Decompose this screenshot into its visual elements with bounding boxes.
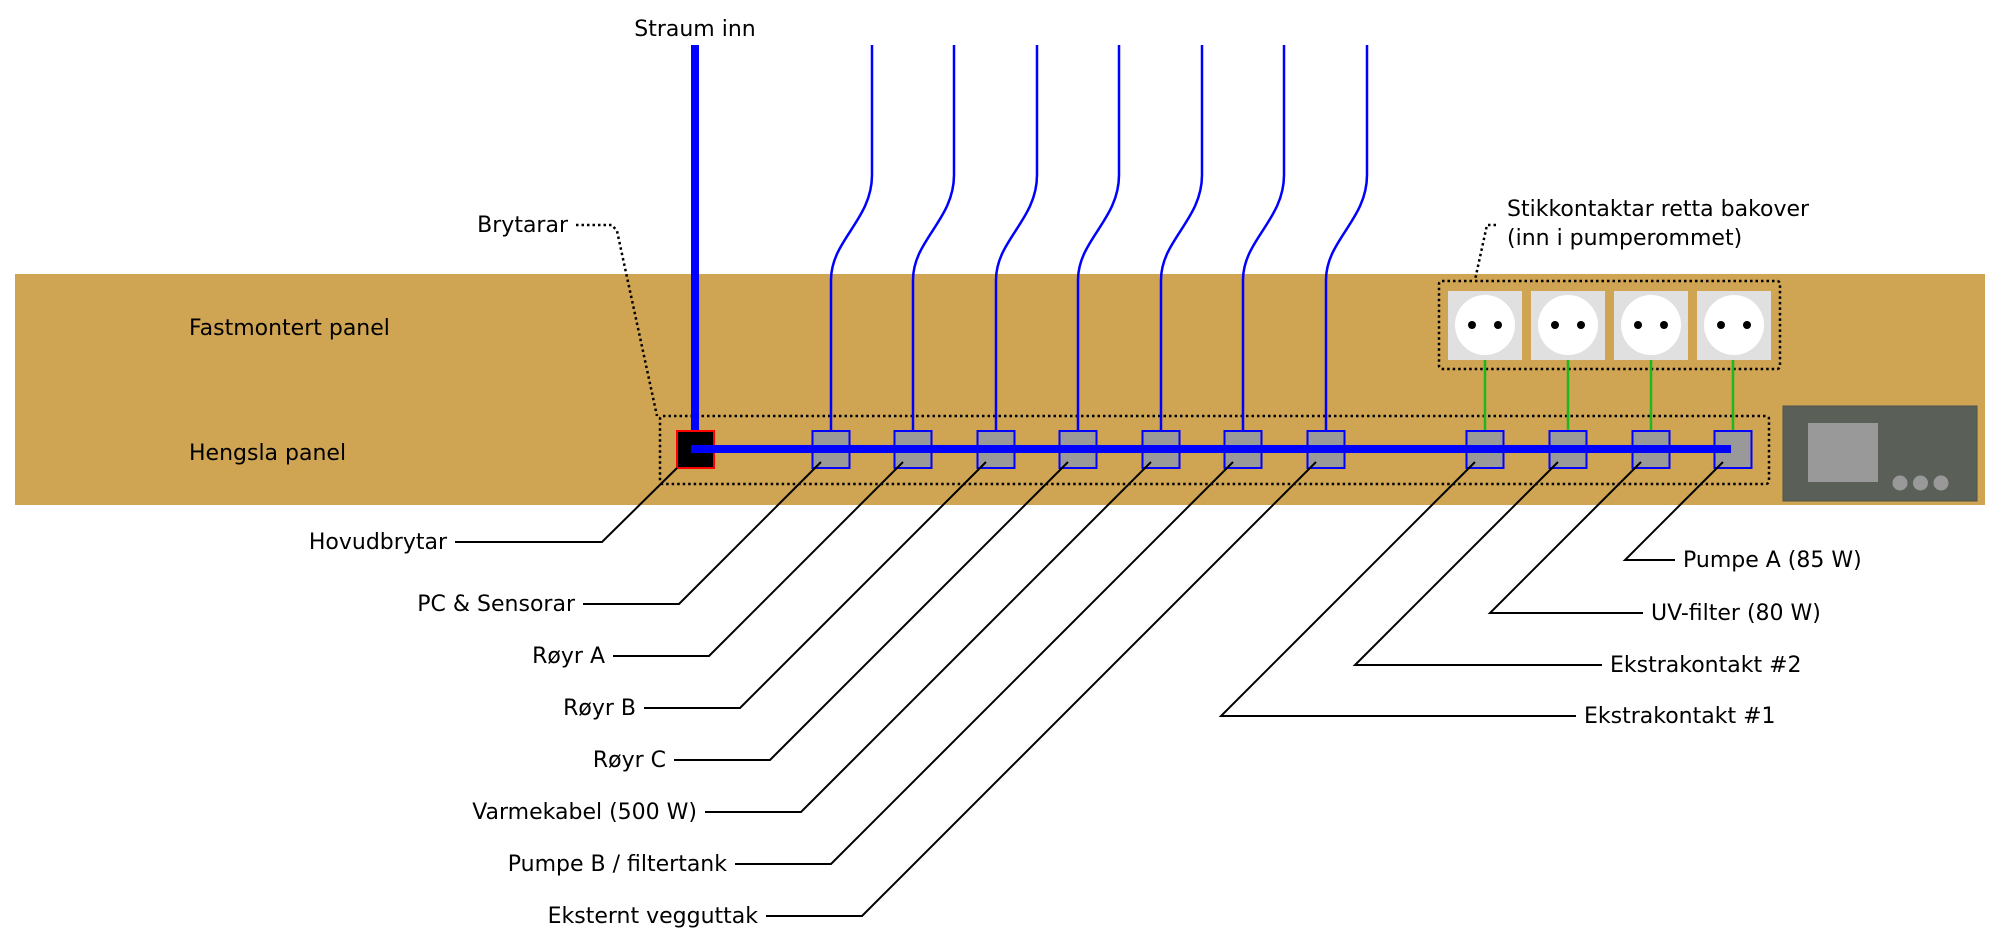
control-unit-display [1808, 423, 1878, 482]
switch-label: Ekstrakontakt #2 [1610, 653, 1802, 678]
load-cable [1324, 45, 1369, 431]
callout-leader [583, 461, 822, 605]
power-outlet [1448, 291, 1522, 360]
outlet-face [1455, 295, 1515, 355]
switch-label: Røyr C [593, 748, 666, 773]
outlet-hole-icon [1551, 321, 1559, 329]
outlets-group-label-line2: (inn i pumperommet) [1507, 226, 1742, 251]
callout-leader [1218, 461, 1576, 717]
callout-leader [766, 461, 1317, 917]
switches-group-leader [576, 223, 659, 417]
control-unit [1782, 405, 1978, 502]
outlets-group-leader [1473, 223, 1496, 281]
switch-label: Varmekabel (500 W) [472, 800, 697, 825]
switch-label: Pumpe B / filtertank [508, 852, 727, 877]
switches-group-label: Brytarar [477, 213, 569, 238]
power-outlet [1697, 291, 1771, 360]
power-outlet [1614, 291, 1688, 360]
callout-leader [674, 461, 1069, 761]
indicator-light-icon [1933, 475, 1949, 491]
outlet-hole-icon [1743, 321, 1751, 329]
switch-label: Røyr A [532, 644, 605, 669]
outlet-hole-icon [1577, 321, 1585, 329]
callout-leader [705, 461, 1152, 813]
load-cable [994, 45, 1039, 431]
cables-layer [829, 45, 1735, 431]
outlet-face [1538, 295, 1598, 355]
callout-leader [1487, 461, 1643, 614]
outlet-hole-icon [1468, 321, 1476, 329]
callout-leader [735, 461, 1234, 865]
outlet-hole-icon [1660, 321, 1668, 329]
callout-leader [1352, 461, 1602, 666]
switch-label: Pumpe A (85 W) [1683, 548, 1862, 573]
switch-label: PC & Sensorar [417, 592, 576, 617]
load-cable [829, 45, 874, 431]
outlet-hole-icon [1494, 321, 1502, 329]
power-in-label: Straum inn [634, 17, 755, 42]
switch-label: UV-filter (80 W) [1651, 601, 1821, 626]
load-cable [1076, 45, 1121, 431]
switch-label: Eksternt vegguttak [548, 904, 759, 929]
main-switch-leader [455, 467, 678, 543]
outlets-group-box [1437, 279, 1782, 371]
hinged-panel-label: Hengsla panel [189, 441, 346, 466]
load-cable [1159, 45, 1204, 431]
power-outlet [1531, 291, 1605, 360]
control-unit-indicators [1892, 475, 1949, 491]
bus-cable [691, 445, 1731, 453]
main-switch-label: Hovudbrytar [309, 530, 448, 555]
outlet-hole-icon [1717, 321, 1725, 329]
indicator-light-icon [1913, 475, 1928, 491]
callout-leader [644, 461, 987, 709]
switch-label: Ekstrakontakt #1 [1584, 704, 1776, 729]
fixed-panel-label: Fastmontert panel [189, 316, 390, 341]
load-cable [911, 45, 956, 431]
switch-label: Røyr B [563, 696, 636, 721]
load-cable [1241, 45, 1286, 431]
outlets-layer [1448, 291, 1771, 360]
callout-leader [1622, 461, 1724, 561]
leaders-layer [583, 461, 1724, 917]
indicator-light-icon [1892, 475, 1908, 491]
panel-background [15, 274, 1985, 505]
outlets-group-label-line1: Stikkontaktar retta bakover [1507, 197, 1810, 222]
switches-group-box [658, 414, 1771, 486]
outlet-face [1621, 295, 1681, 355]
outlet-face [1704, 295, 1764, 355]
callout-leader [613, 461, 904, 657]
outlet-hole-icon [1634, 321, 1642, 329]
